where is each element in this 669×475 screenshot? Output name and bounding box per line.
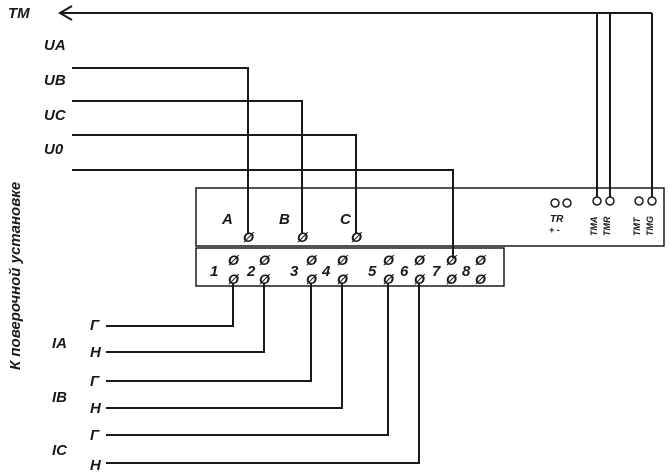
- screw-8-bottom: Ø: [475, 271, 487, 287]
- phase-b-label: B: [279, 211, 290, 228]
- tma-terminal-circle: [592, 196, 602, 206]
- tm-label: TM: [8, 5, 30, 22]
- u0-wire: [72, 169, 454, 258]
- terminal-number-6: 6: [400, 263, 409, 280]
- u0-label: U0: [44, 141, 64, 158]
- terminal-number-5: 5: [368, 263, 377, 280]
- ia-start-wire: [106, 283, 234, 327]
- screw-3-top: Ø: [306, 252, 318, 268]
- ib-start-wire: [106, 283, 312, 382]
- terminal-number-7: 7: [432, 263, 441, 280]
- tma-label: TMA: [589, 217, 599, 237]
- ub-label: UB: [44, 72, 66, 89]
- ua-wire: [72, 67, 249, 234]
- terminal-screws: Ø Ø Ø Ø Ø Ø Ø Ø Ø Ø Ø Ø Ø Ø Ø Ø: [228, 252, 487, 287]
- ub-wire: [72, 100, 303, 234]
- screw-7-bottom: Ø: [446, 271, 458, 287]
- screw-1-bottom: Ø: [228, 271, 240, 287]
- ib-end-label: Н: [90, 400, 102, 417]
- screw-2-bottom: Ø: [259, 271, 271, 287]
- ua-label: UA: [44, 37, 66, 54]
- uc-wire: [72, 134, 357, 234]
- uc-label: UC: [44, 107, 67, 124]
- tr-polarity: + -: [549, 225, 560, 235]
- ia-end-wire: [106, 283, 265, 353]
- ic-end-label: Н: [90, 457, 102, 474]
- phase-c-label: C: [340, 211, 352, 228]
- tmg-label: TMG: [645, 216, 655, 236]
- ic-start-label: Г: [90, 427, 100, 444]
- screw-1-top: Ø: [228, 252, 240, 268]
- terminal-number-3: 3: [290, 263, 299, 280]
- tr-plus-circle: [550, 198, 560, 208]
- terminal-number-4: 4: [321, 263, 331, 280]
- tm-arrow-head: [58, 5, 73, 21]
- tr-minus-circle: [562, 198, 572, 208]
- screw-8-top: Ø: [475, 252, 487, 268]
- ia-start-label: Г: [90, 317, 100, 334]
- screw-5-top: Ø: [383, 252, 395, 268]
- screw-2-top: Ø: [259, 252, 271, 268]
- meter-body: [195, 187, 665, 247]
- screw-5-bottom: Ø: [383, 271, 395, 287]
- terminal-number-1: 1: [210, 263, 218, 280]
- ic-end-wire: [106, 283, 420, 464]
- terminal-number-8: 8: [462, 263, 471, 280]
- ia-end-label: Н: [90, 344, 102, 361]
- ib-end-wire: [106, 283, 343, 409]
- screw-3-bottom: Ø: [306, 271, 318, 287]
- terminal-block: [195, 247, 505, 287]
- phase-c-terminal: Ø: [351, 229, 363, 245]
- ib-start-label: Г: [90, 373, 100, 390]
- screw-4-top: Ø: [337, 252, 349, 268]
- ic-label: IC: [52, 442, 68, 459]
- screw-4-bottom: Ø: [337, 271, 349, 287]
- screw-7-top: Ø: [446, 252, 458, 268]
- screw-6-bottom: Ø: [414, 271, 426, 287]
- ic-start-wire: [106, 283, 389, 436]
- phase-a-label: A: [221, 211, 233, 228]
- ib-label: IB: [52, 389, 67, 406]
- tmt-label: TMT: [632, 216, 642, 236]
- tmt-terminal-circle: [634, 196, 644, 206]
- tmr-terminal-circle: [605, 196, 615, 206]
- ia-label: IA: [52, 335, 67, 352]
- terminal-number-2: 2: [246, 263, 256, 280]
- tr-label: TR: [550, 214, 564, 225]
- side-label: К поверочной установке: [7, 182, 24, 370]
- screw-6-top: Ø: [414, 252, 426, 268]
- phase-a-terminal: Ø: [243, 229, 255, 245]
- tmr-label: TMR: [602, 216, 612, 236]
- phase-b-terminal: Ø: [297, 229, 309, 245]
- tmg-terminal-circle: [647, 196, 657, 206]
